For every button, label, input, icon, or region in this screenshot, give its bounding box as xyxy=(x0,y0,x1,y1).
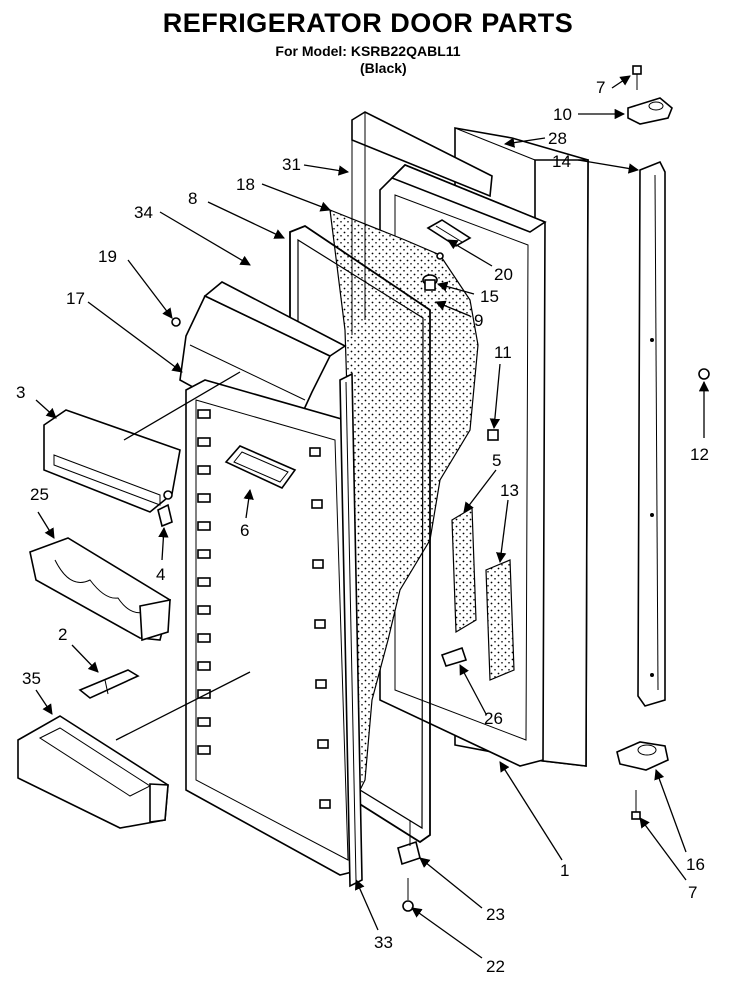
leader-lines xyxy=(35,75,710,959)
bracket-screw xyxy=(436,252,444,260)
dispenser-housing xyxy=(179,281,347,442)
callout-22: 22 xyxy=(486,957,505,976)
callout-9: 9 xyxy=(474,311,483,330)
bottom-hinge-block xyxy=(397,820,421,866)
callout-26: 26 xyxy=(484,709,503,728)
callout-10: 10 xyxy=(553,105,572,124)
callout-35: 35 xyxy=(22,669,41,688)
foam-block-right xyxy=(485,559,515,681)
foam-block-left xyxy=(451,506,477,634)
callout-7-bottom: 7 xyxy=(688,883,697,902)
callout-23: 23 xyxy=(486,905,505,924)
callout-11: 11 xyxy=(494,343,512,362)
top-hinge-bracket xyxy=(627,97,673,125)
callout-14: 14 xyxy=(552,152,571,171)
dispenser-clip xyxy=(157,503,173,528)
callout-4: 4 xyxy=(156,565,165,584)
handle-trim-strip xyxy=(637,160,666,707)
shelf-cleats xyxy=(197,409,331,809)
top-bracket-assembly xyxy=(426,219,472,247)
callout-16: 16 xyxy=(686,855,705,874)
callout-15: 15 xyxy=(480,287,499,306)
bushing xyxy=(422,274,438,291)
callout-18: 18 xyxy=(236,175,255,194)
housing-screw xyxy=(171,317,181,327)
bottom-screw xyxy=(402,878,414,912)
callout-28: 28 xyxy=(548,129,567,148)
callout-13: 13 xyxy=(500,481,519,500)
large-door-bin xyxy=(17,715,169,829)
hinge-screw-top xyxy=(632,65,642,90)
door-clip xyxy=(487,429,499,441)
callout-1: 1 xyxy=(560,861,569,880)
callout-19: 19 xyxy=(98,247,117,266)
door-shelf-tray xyxy=(29,537,171,642)
callout-34: 34 xyxy=(134,203,153,222)
small-dairy-bin xyxy=(224,445,297,490)
callout-8: 8 xyxy=(188,189,197,208)
door-liner xyxy=(185,379,361,876)
page-title: REFRIGERATOR DOOR PARTS xyxy=(162,8,574,38)
color-line: (Black) xyxy=(360,60,407,76)
hinge-screw-bottom xyxy=(631,790,641,820)
callout-20: 20 xyxy=(494,265,513,284)
callout-6: 6 xyxy=(240,521,249,540)
door-top-rail xyxy=(351,111,493,335)
trim-screw xyxy=(698,368,710,380)
callout-12: 12 xyxy=(690,445,709,464)
callout-2: 2 xyxy=(58,625,67,644)
model-line: For Model: KSRB22QABL11 xyxy=(275,43,461,59)
callout-25: 25 xyxy=(30,485,49,504)
bottom-hinge-bracket xyxy=(616,741,669,771)
callout-7-top: 7 xyxy=(596,78,605,97)
callout-3: 3 xyxy=(16,383,25,402)
lower-bracket xyxy=(440,646,468,667)
callout-33: 33 xyxy=(374,933,393,952)
callout-17: 17 xyxy=(66,289,85,308)
dispenser-cover xyxy=(43,409,181,513)
callout-31: 31 xyxy=(282,155,301,174)
callout-labels: 7 10 28 14 31 18 8 34 19 17 20 15 9 11 1… xyxy=(16,78,709,976)
callout-5: 5 xyxy=(492,451,501,470)
shelf-retainer-clip xyxy=(78,669,140,699)
